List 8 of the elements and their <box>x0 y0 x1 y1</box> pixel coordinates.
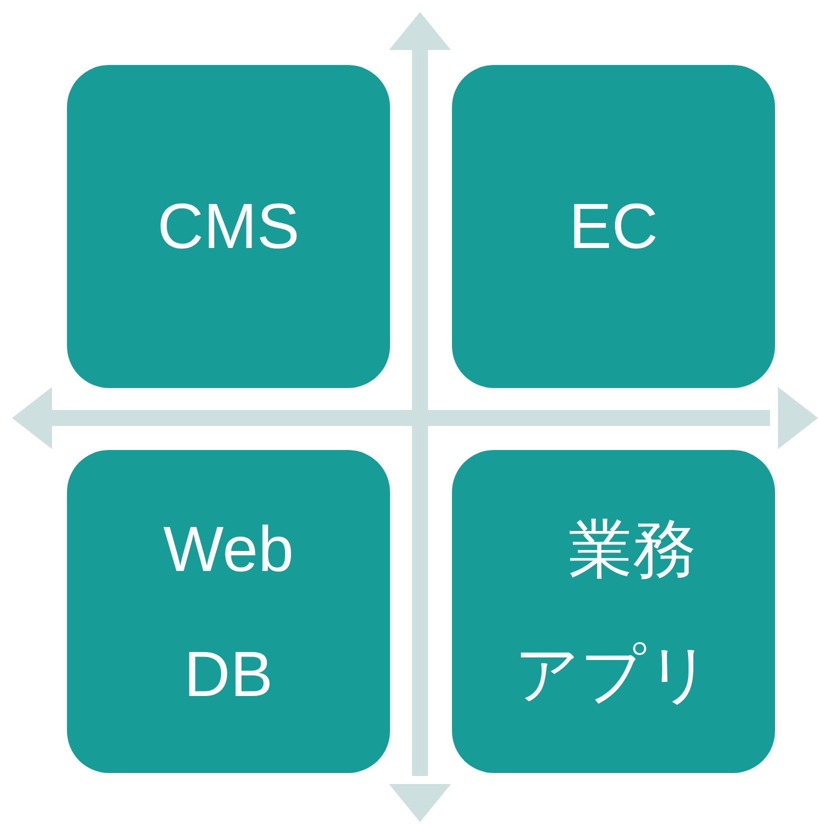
box-label: EC <box>569 189 658 264</box>
rounded-box <box>67 65 390 388</box>
box-label: CMS <box>157 189 300 264</box>
rounded-box <box>452 65 775 388</box>
rounded-box <box>452 450 775 773</box>
box-label: 業務アプリ <box>513 512 714 712</box>
rounded-box <box>67 450 390 773</box>
box-label: Web DB <box>163 512 294 712</box>
